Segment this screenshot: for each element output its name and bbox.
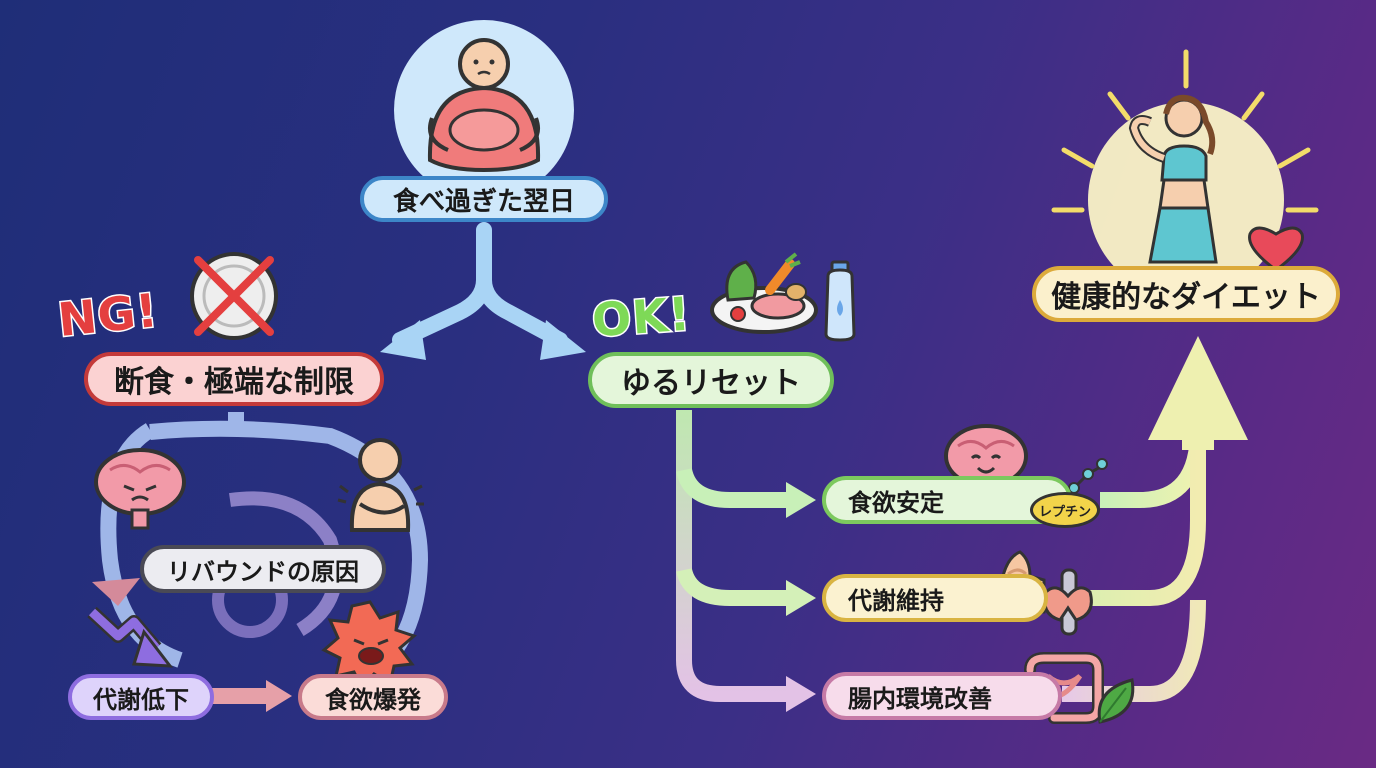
heart-icon	[1248, 226, 1304, 272]
metabolism-drop-node: 代謝低下	[68, 674, 214, 720]
leptin-tag: レプチン	[1030, 492, 1100, 528]
benefit-appetite-node: 食欲安定	[822, 476, 1072, 524]
ok-badge: OK!	[589, 285, 694, 349]
goal-arrow-head	[1148, 336, 1248, 440]
ng-node: 断食・極端な制限	[84, 352, 384, 406]
split-arrow	[392, 222, 568, 348]
fit-woman-icon	[1051, 49, 1319, 298]
arrow-head-left	[380, 320, 426, 360]
goal-node: 健康的なダイエット	[1032, 266, 1340, 322]
arrow-head-right	[540, 320, 586, 360]
rebound-cause-node: リバウンドの原因	[140, 545, 386, 593]
overeaten-person-icon	[394, 20, 574, 200]
ok-node: ゆるリセット	[588, 352, 834, 408]
molecule-icon	[1068, 458, 1108, 494]
appetite-burst-node: 食欲爆発	[298, 674, 448, 720]
angry-burst-icon	[321, 600, 417, 691]
start-node: 食べ過ぎた翌日	[360, 176, 608, 222]
down-zigzag-arrow-icon	[87, 606, 174, 668]
water-bottle-icon	[824, 260, 856, 342]
angry-brain-icon	[94, 448, 186, 530]
crossed-plate-icon	[190, 252, 278, 340]
thyroid-icon	[1043, 568, 1093, 636]
healthy-food-icon	[710, 252, 818, 334]
benefit-gut-node: 腸内環境改善	[822, 672, 1062, 720]
leaf-icon	[1097, 678, 1135, 724]
benefit-metabolism-node: 代謝維持	[822, 574, 1048, 622]
ng-badge: NG!	[54, 281, 162, 348]
hungry-person-icon	[337, 438, 424, 532]
